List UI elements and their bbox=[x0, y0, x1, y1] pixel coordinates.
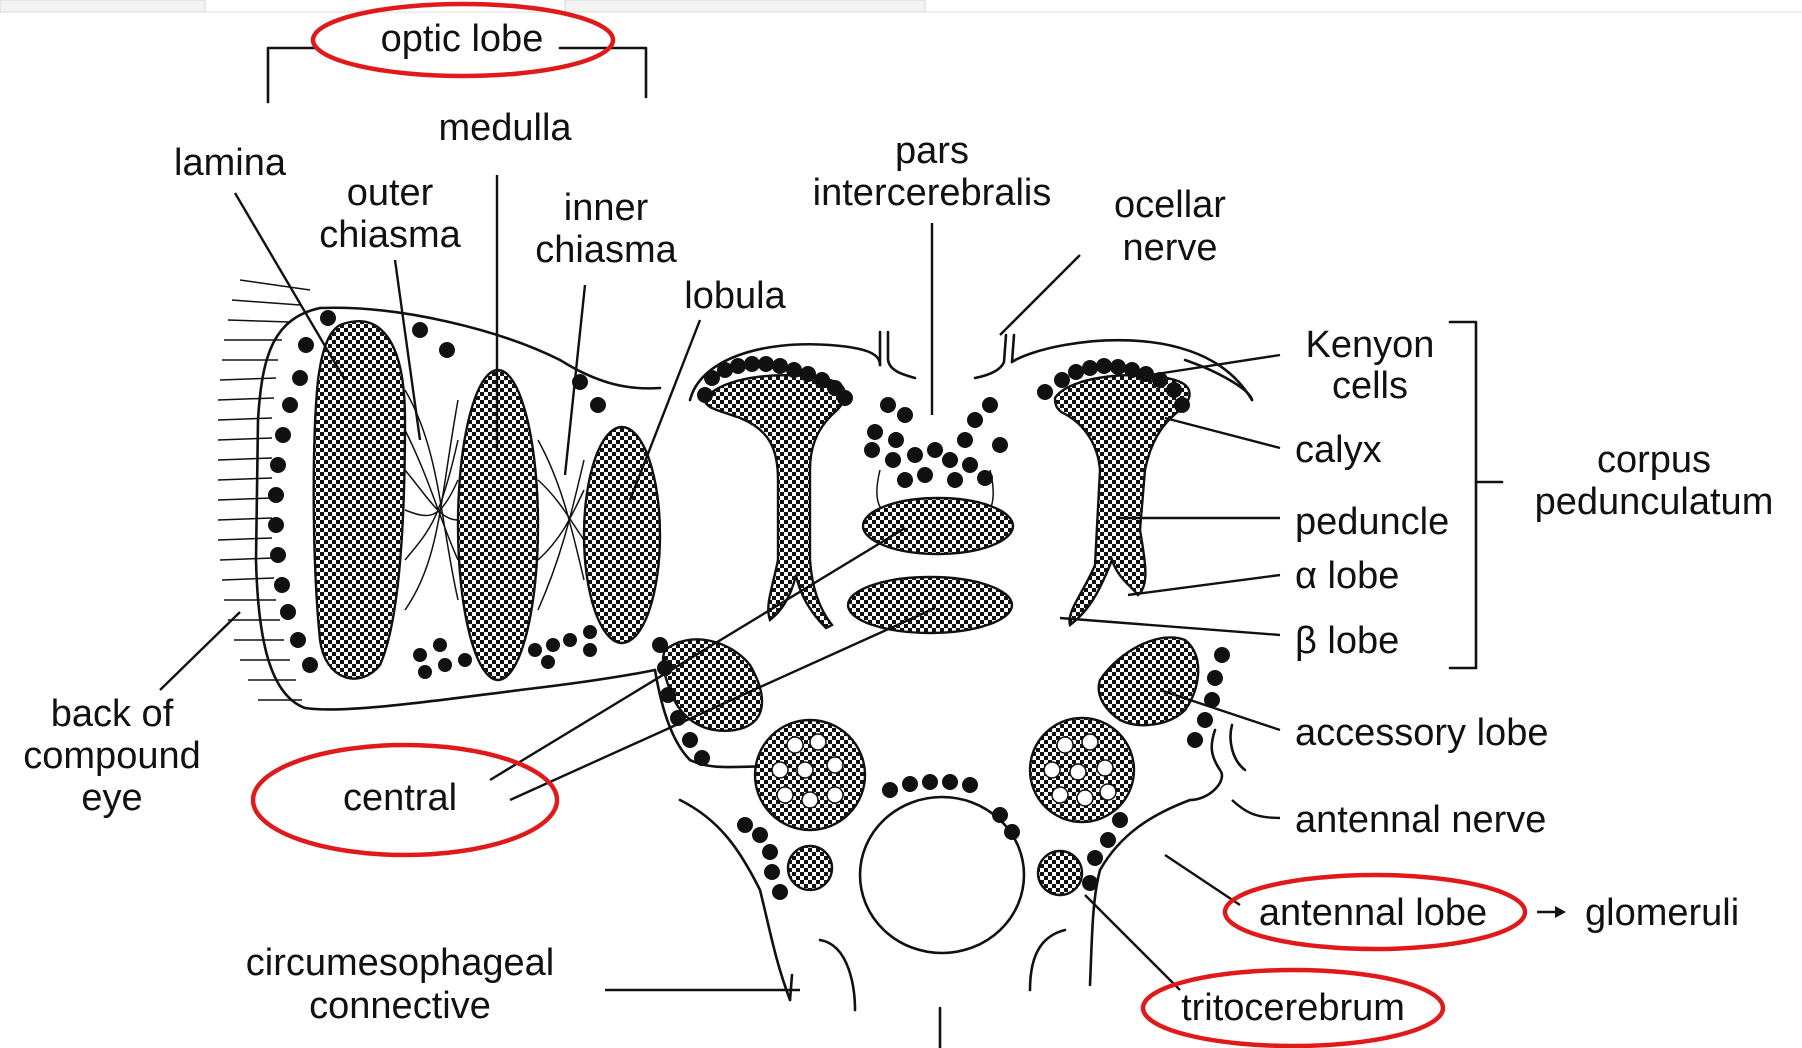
label-alpha-lobe: α lobe bbox=[1295, 555, 1399, 597]
label-glomeruli: glomeruli bbox=[1585, 892, 1739, 934]
label-pars-2: intercerebralis bbox=[813, 172, 1052, 214]
label-corpus-2: pedunculatum bbox=[1535, 481, 1774, 523]
label-beta-lobe: β lobe bbox=[1295, 620, 1399, 662]
label-peduncle: peduncle bbox=[1295, 501, 1449, 543]
label-inner-chiasma-1: inner bbox=[564, 187, 649, 229]
label-calyx: calyx bbox=[1295, 429, 1382, 471]
tritocerebrum-left bbox=[788, 846, 832, 890]
label-lamina: lamina bbox=[174, 142, 287, 184]
label-tritocerebrum: tritocerebrum bbox=[1181, 987, 1405, 1029]
label-corpus-1: corpus bbox=[1597, 439, 1711, 481]
pars-intercerebralis-cells bbox=[864, 397, 1008, 488]
lobula-neuropil bbox=[584, 427, 660, 643]
label-circum-1: circumesophageal bbox=[246, 942, 554, 984]
label-back-1: back of bbox=[51, 693, 174, 735]
label-kenyon-2: cells bbox=[1332, 365, 1408, 407]
label-back-3: eye bbox=[81, 777, 142, 819]
label-back-2: compound bbox=[23, 735, 200, 777]
mushroom-body-right bbox=[1055, 375, 1190, 625]
top-tab-strip bbox=[0, 0, 1802, 12]
label-outer-chiasma-2: chiasma bbox=[319, 214, 461, 256]
mushroom-body-left bbox=[705, 375, 845, 628]
label-antennal-lobe: antennal lobe bbox=[1259, 892, 1487, 934]
label-ocellar-2: nerve bbox=[1122, 227, 1217, 269]
label-inner-chiasma-2: chiasma bbox=[535, 229, 677, 271]
label-central: central bbox=[343, 777, 457, 819]
corpus-pedunculatum-bracket bbox=[1450, 322, 1502, 668]
label-medulla: medulla bbox=[438, 107, 572, 149]
central-body-upper bbox=[863, 498, 1013, 554]
label-kenyon-1: Kenyon bbox=[1306, 324, 1435, 366]
accessory-lobe-right bbox=[1099, 637, 1198, 725]
glomeruli-arrow bbox=[1537, 906, 1566, 918]
label-ocellar-1: ocellar bbox=[1114, 184, 1226, 226]
label-lobula: lobula bbox=[684, 275, 786, 317]
antennal-lobe-right bbox=[1030, 718, 1134, 822]
label-accessory-lobe: accessory lobe bbox=[1295, 712, 1548, 754]
central-body-lower bbox=[848, 577, 1012, 633]
label-circum-2: connective bbox=[309, 985, 491, 1027]
antennal-lobe-left bbox=[755, 720, 865, 830]
lamina-neuropil bbox=[314, 321, 405, 678]
label-outer-chiasma-1: outer bbox=[347, 172, 434, 214]
label-pars-1: pars bbox=[895, 130, 969, 172]
tritocerebrum-right bbox=[1038, 851, 1082, 895]
label-optic-lobe: optic lobe bbox=[381, 18, 544, 60]
label-antennal-nerve: antennal nerve bbox=[1295, 799, 1546, 841]
